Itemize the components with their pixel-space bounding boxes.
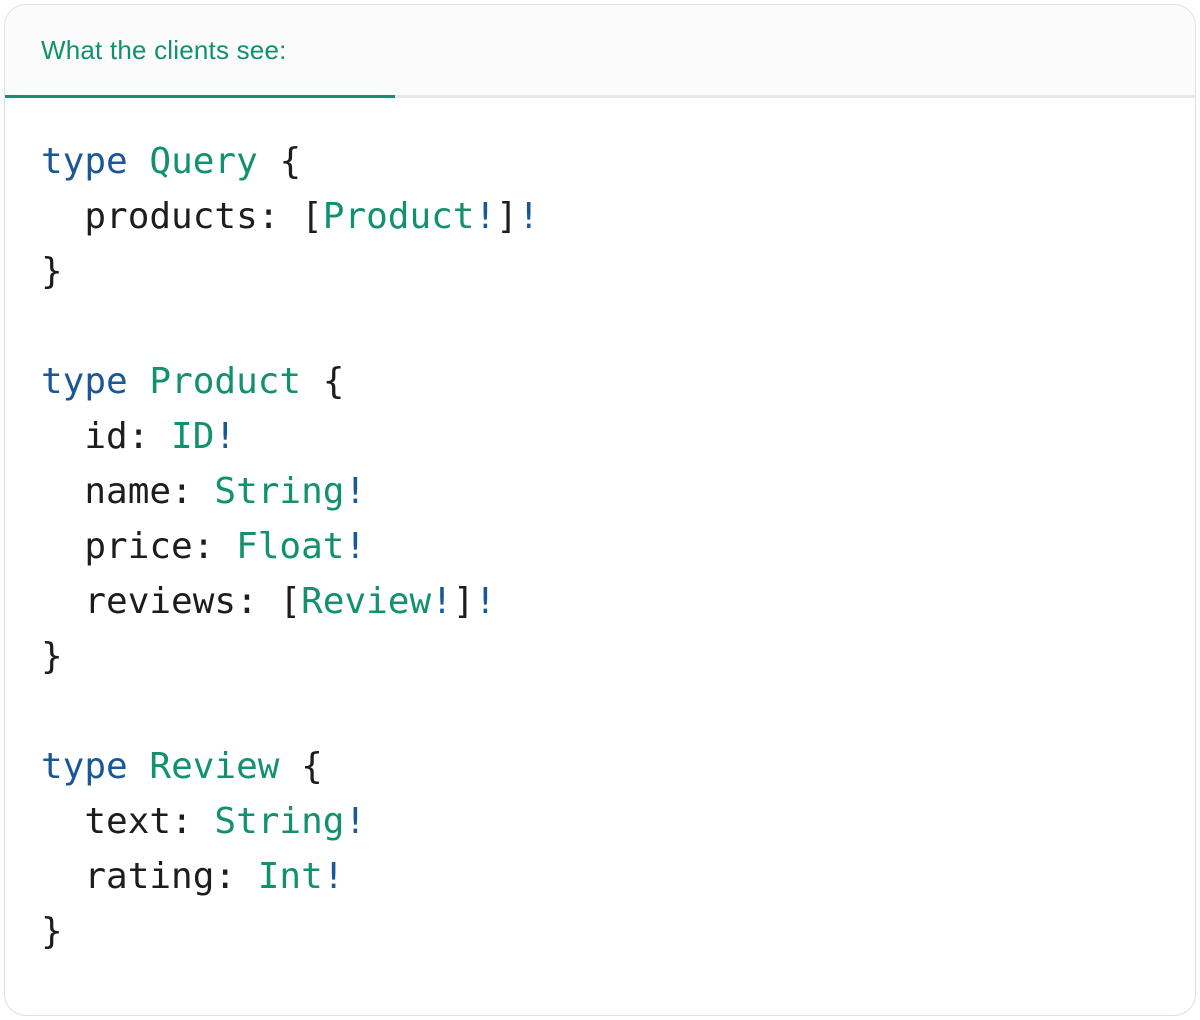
code-line xyxy=(41,299,1159,354)
code-line: type Product { xyxy=(41,354,1159,409)
tab-what-clients-see[interactable]: What the clients see: xyxy=(41,34,287,65)
code-line: id: ID! xyxy=(41,409,1159,464)
code-token: ! xyxy=(344,801,367,842)
tab-bar: What the clients see: xyxy=(5,5,1195,98)
code-line: products: [Product!]! xyxy=(41,189,1159,244)
code-token: id: xyxy=(41,416,172,457)
code-card: What the clients see: type Query { produ… xyxy=(4,4,1196,1016)
code-token: } xyxy=(41,251,63,292)
code-token: } xyxy=(41,636,63,677)
code-token: String xyxy=(214,471,345,512)
code-token: rating: xyxy=(41,856,258,897)
code-token: Int xyxy=(257,856,323,897)
code-token: { xyxy=(301,361,345,402)
code-token xyxy=(128,746,150,787)
code-token: name: xyxy=(41,471,215,512)
code-token: Query xyxy=(149,141,258,182)
code-token: Product xyxy=(322,196,475,237)
code-token: type xyxy=(41,746,128,787)
code-token: String xyxy=(214,801,345,842)
active-tab-underline xyxy=(5,95,395,98)
code-line xyxy=(41,684,1159,739)
code-block: type Query { products: [Product!]!} type… xyxy=(5,98,1195,959)
code-token: text: xyxy=(41,801,215,842)
code-line: } xyxy=(41,904,1159,959)
code-token: Product xyxy=(149,361,302,402)
code-line: type Query { xyxy=(41,134,1159,189)
code-token: Review xyxy=(301,581,432,622)
code-line: rating: Int! xyxy=(41,849,1159,904)
code-token: ! xyxy=(431,581,453,622)
code-token: ! xyxy=(517,196,540,237)
code-token xyxy=(128,141,150,182)
code-token: products: [ xyxy=(41,196,323,237)
code-token: ID xyxy=(171,416,215,457)
code-line: } xyxy=(41,244,1159,299)
code-token: Float xyxy=(236,526,345,567)
code-token: ! xyxy=(214,416,237,457)
code-line: text: String! xyxy=(41,794,1159,849)
code-token: price: xyxy=(41,526,237,567)
code-line: reviews: [Review!]! xyxy=(41,574,1159,629)
code-token xyxy=(128,361,150,402)
code-token: type xyxy=(41,141,128,182)
code-token: reviews: [ xyxy=(41,581,302,622)
code-line: } xyxy=(41,629,1159,684)
code-token: { xyxy=(279,746,323,787)
code-token: ! xyxy=(344,471,367,512)
code-token: { xyxy=(257,141,302,182)
code-line: type Review { xyxy=(41,739,1159,794)
code-token: ! xyxy=(474,581,497,622)
code-token: ! xyxy=(344,526,367,567)
code-token: type xyxy=(41,361,128,402)
code-token: ! xyxy=(322,856,345,897)
code-token: ] xyxy=(496,196,518,237)
code-line: name: String! xyxy=(41,464,1159,519)
code-token: ] xyxy=(452,581,475,622)
code-token: Review xyxy=(149,746,280,787)
code-line: price: Float! xyxy=(41,519,1159,574)
code-token: } xyxy=(41,911,63,952)
code-token: ! xyxy=(474,196,497,237)
